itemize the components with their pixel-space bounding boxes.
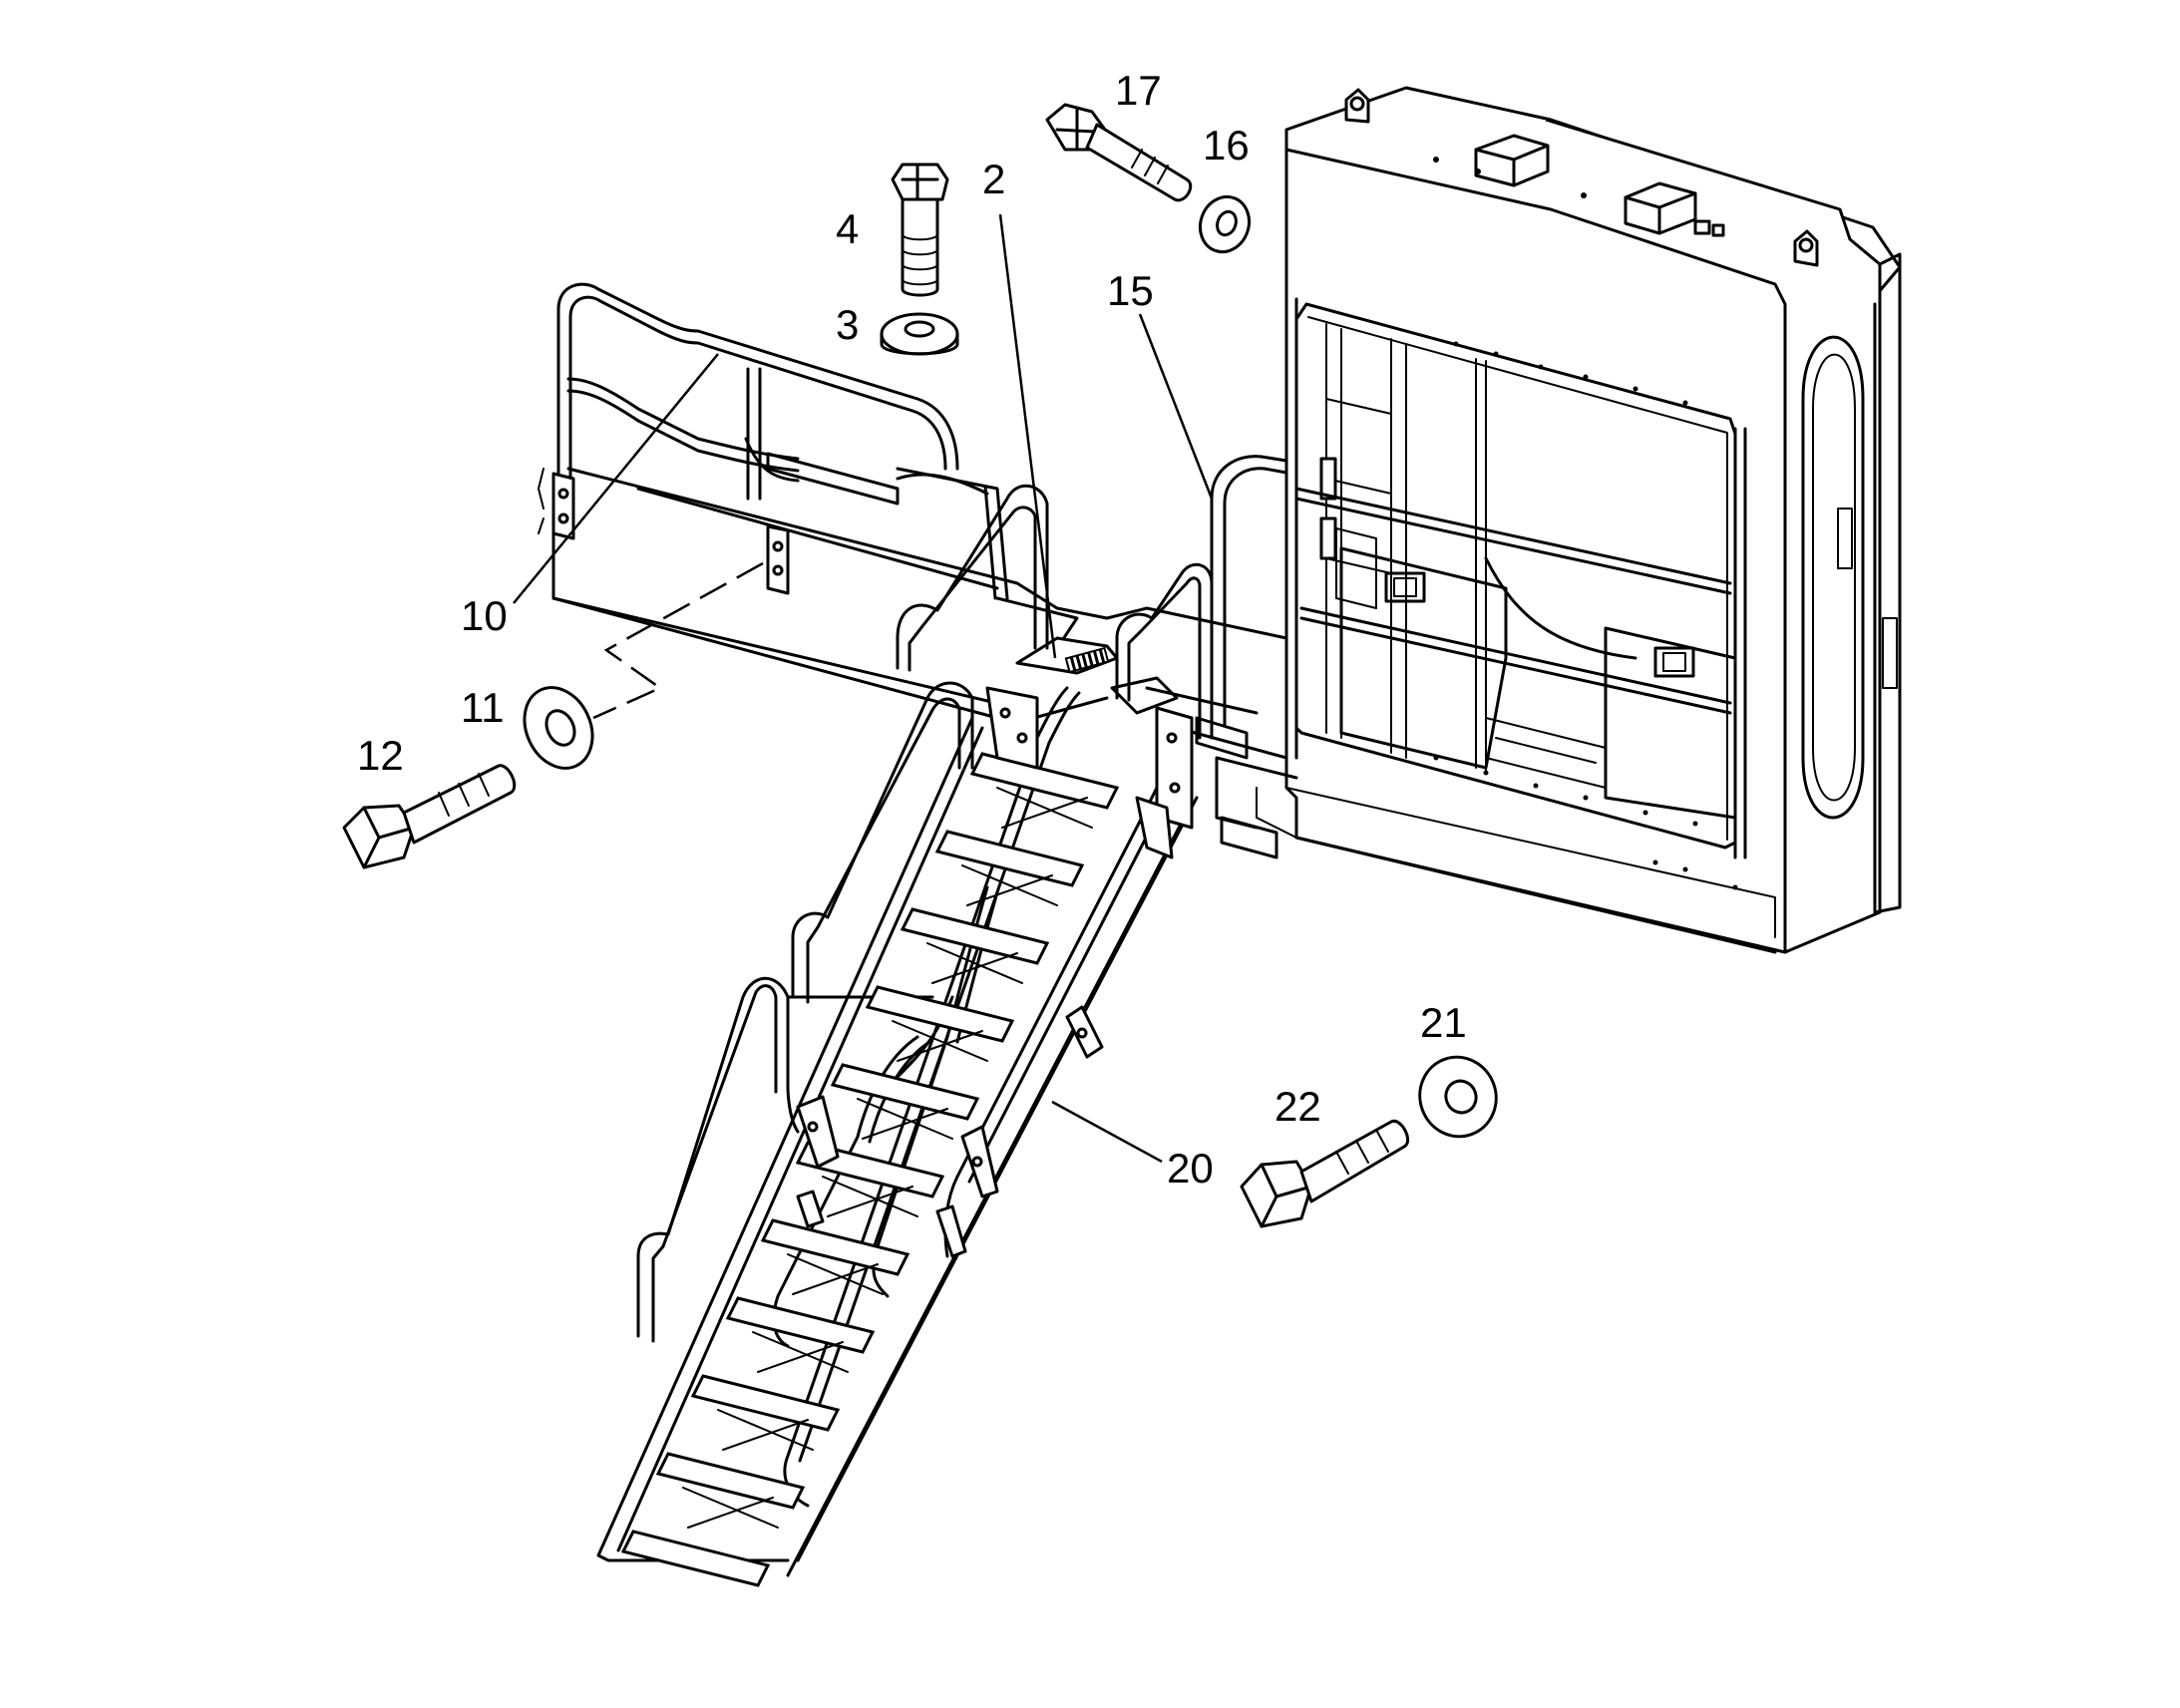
callout-10: 10 [461,592,508,639]
washer-item-16 [1198,194,1252,254]
callout-20: 20 [1167,1145,1214,1192]
bolt-item-12 [342,764,517,869]
washer-item-3 [880,312,959,356]
stair-treads [620,752,1120,1587]
bolt-item-22 [1240,1119,1410,1228]
callout-16: 16 [1203,122,1250,169]
washer-item-11 [523,686,594,770]
cab-housing [1256,86,1902,954]
callout-11: 11 [461,684,505,731]
bolt-item-4 [891,163,949,297]
platform-handrail [538,282,1009,600]
callout-21: 21 [1420,999,1467,1046]
washer-item-21 [1418,1055,1498,1139]
callout-17: 17 [1115,67,1162,114]
callout-15: 15 [1107,267,1154,314]
callout-3: 3 [836,301,859,348]
callout-4: 4 [836,205,859,252]
leader-lines [513,213,1214,1164]
stairway [596,484,1214,1587]
callout-2: 2 [982,156,1005,202]
callout-22: 22 [1274,1083,1321,1130]
callout-labels: 2 3 4 10 11 12 15 16 17 20 21 22 [357,67,1467,1192]
callout-12: 12 [357,732,404,779]
side-handrail [1210,455,1288,728]
bolt-item-17 [1045,103,1193,202]
